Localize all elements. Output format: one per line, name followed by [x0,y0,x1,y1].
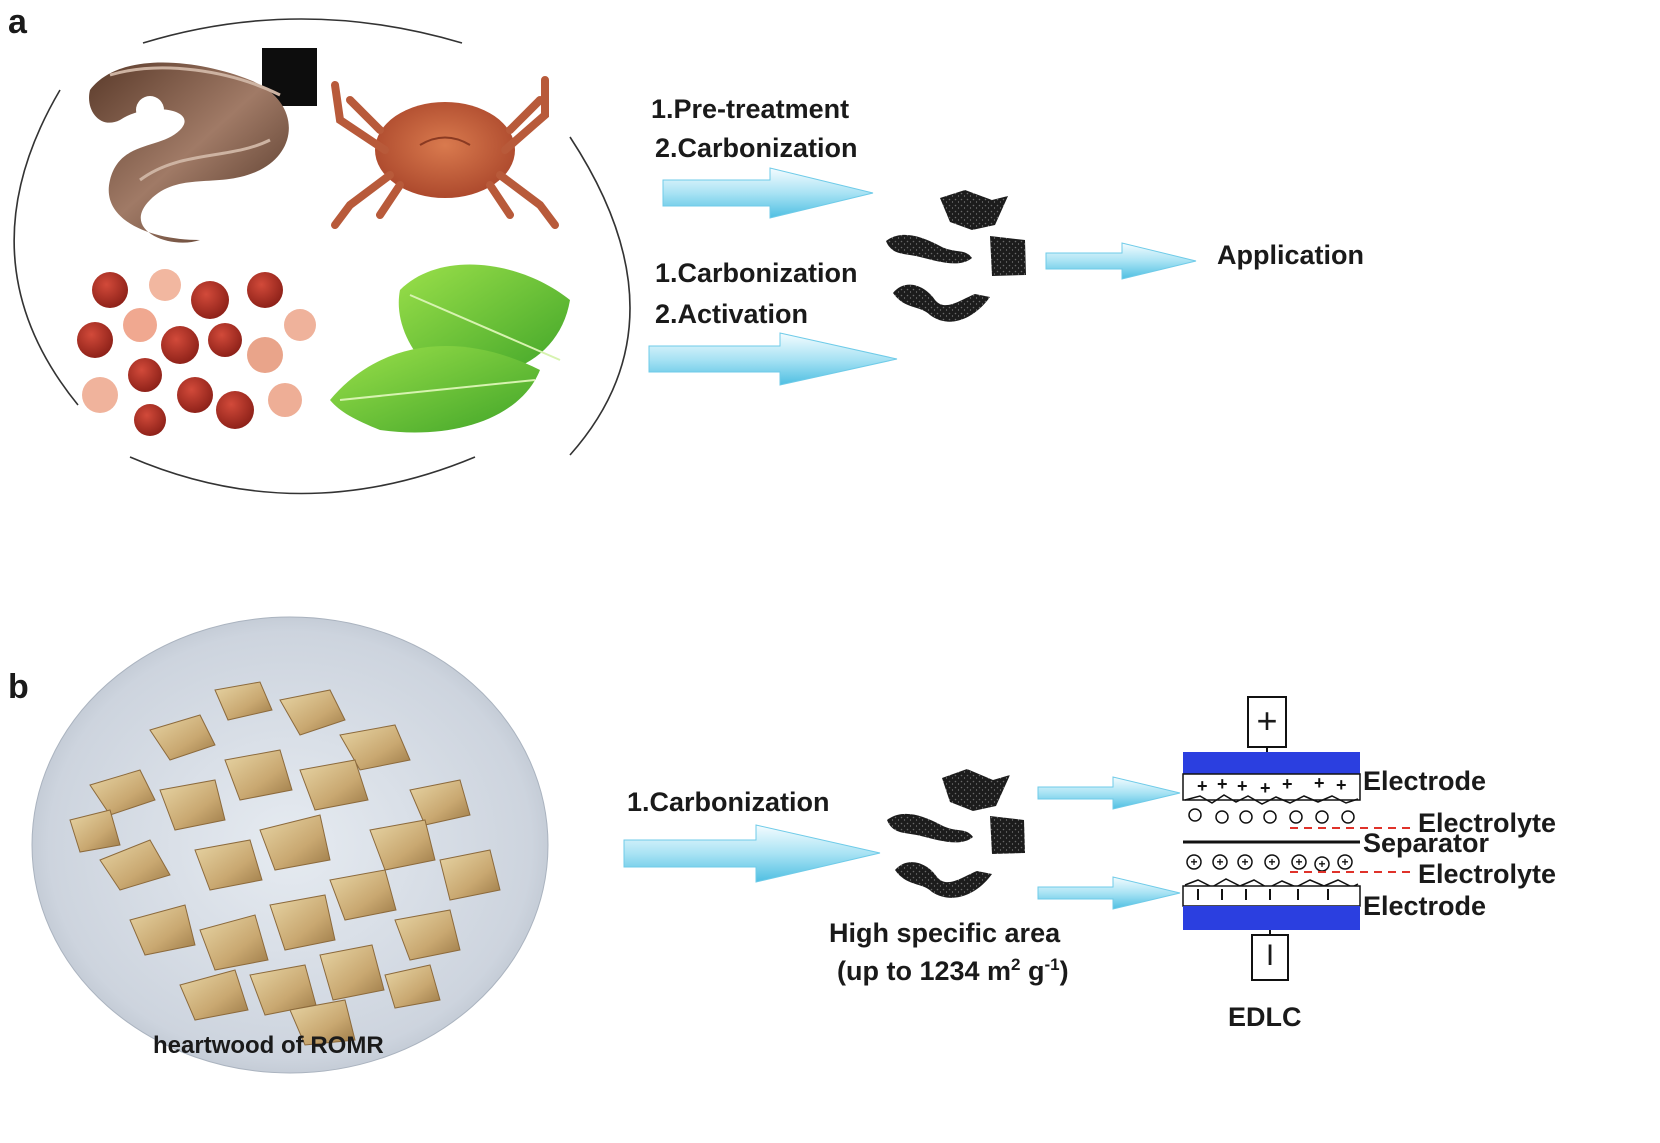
panel-label-b: b [8,668,29,706]
electrolyte-bottom-label: Electrolyte [1418,859,1557,889]
porous-carbon-pieces-b [887,769,1025,898]
carbonization-label-b: 1.Carbonization [627,787,830,817]
arrow-to-electrode-top [1037,776,1181,810]
arrow-carbonization-b [623,824,881,883]
heartwood-photo [31,616,549,1074]
arrow-pretreatment [662,167,874,219]
svg-text:+: + [1341,855,1348,869]
svg-text:+: + [1216,855,1223,869]
svg-text:+: + [1197,776,1208,796]
arrow-activation [648,332,898,386]
svg-text:+: + [1318,857,1325,871]
negative-terminal-sign: I [1265,939,1275,972]
application-label: Application [1217,240,1364,270]
panel-label-a: a [8,3,27,41]
svg-text:+: + [1241,855,1248,869]
leaves-photo [330,264,570,433]
electrode-bottom-bar [1183,906,1360,930]
seed-shells-photo [77,269,316,436]
electrode-top-label: Electrode [1363,766,1487,796]
route1-step1: 1.Pre-treatment [651,94,850,124]
heartwood-caption: heartwood of ROMR [153,1032,384,1059]
svg-text:+: + [1336,775,1347,795]
high-specific-area-label: High specific area [829,918,1061,948]
separator-label: Separator [1363,828,1490,858]
positive-terminal-sign: + [1256,700,1278,741]
electrode-bottom-label: Electrode [1363,891,1487,921]
arrow-to-application [1045,242,1197,280]
svg-text:+: + [1282,774,1293,794]
electrode-top-bar [1183,752,1360,774]
svg-text:+: + [1260,778,1271,798]
route2-step1: 1.Carbonization [655,258,858,288]
electrolyte-top-label: Electrolyte [1418,808,1557,838]
arrow-to-electrode-bottom [1037,876,1181,910]
edlc-schematic: + + + + + + + + + + + + + + [1182,696,1412,981]
surface-area-value: (up to 1234 m2 g-1) [837,955,1069,986]
svg-text:+: + [1268,855,1275,869]
svg-text:+: + [1237,776,1248,796]
raw-materials-circle [13,18,631,495]
route1-step2: 2.Carbonization [655,133,858,163]
svg-text:+: + [1217,774,1228,794]
porous-carbon-pieces-a [886,190,1026,322]
svg-text:+: + [1295,855,1302,869]
hair-photo [77,48,317,243]
svg-text:+: + [1190,855,1197,869]
svg-text:+: + [1314,773,1325,793]
route2-step2: 2.Activation [655,299,809,329]
edlc-title: EDLC [1228,1002,1302,1032]
negative-terminal-box [1251,934,1289,981]
crab-photo [331,76,559,229]
